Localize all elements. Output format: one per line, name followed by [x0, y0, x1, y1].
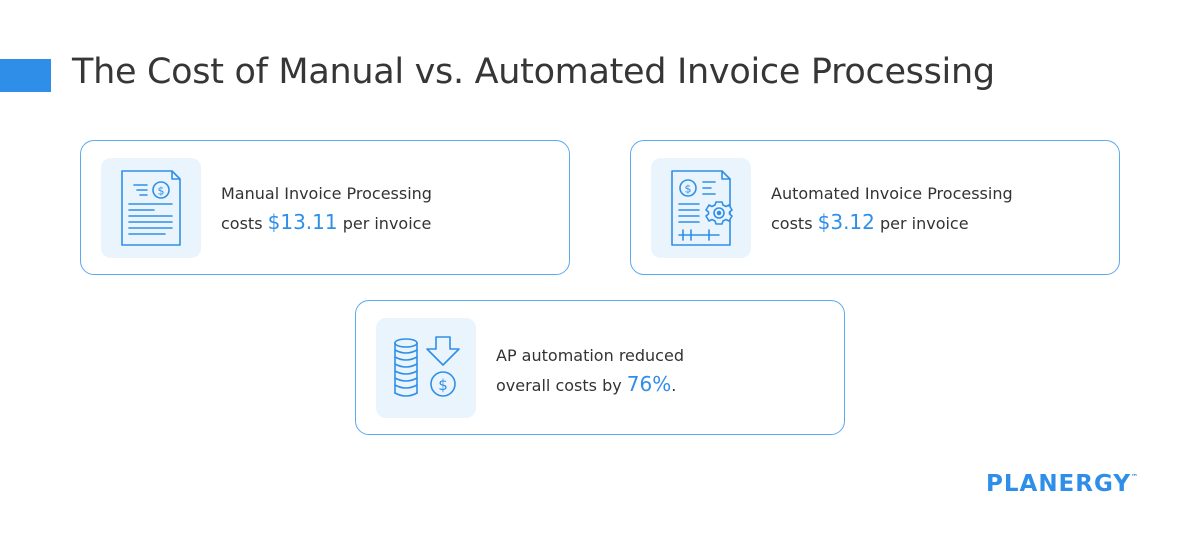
logo-trademark: ™ [1131, 473, 1139, 481]
svg-text:$: $ [685, 183, 692, 196]
manual-cost-text: Manual Invoice Processing costs $13.11 p… [221, 179, 432, 238]
cost-reduction-line1: AP automation reduced [496, 346, 684, 365]
manual-cost-value: $13.11 [267, 210, 338, 234]
manual-cost-line2: costs $13.11 per invoice [221, 208, 432, 238]
logo-text: PLANERGY [986, 471, 1132, 497]
cost-reduction-suffix: . [671, 376, 677, 395]
manual-cost-prefix: costs [221, 214, 268, 233]
automated-invoice-icon: $ [651, 158, 751, 258]
svg-text:$: $ [158, 185, 165, 198]
svg-text:$: $ [438, 376, 448, 394]
manual-cost-card: $ Manual Invoice Processing costs $13.11… [80, 140, 570, 275]
automated-cost-prefix: costs [771, 214, 818, 233]
manual-cost-suffix: per invoice [337, 214, 432, 233]
manual-cost-line1: Manual Invoice Processing [221, 184, 432, 203]
title-accent-bar [0, 59, 51, 92]
automated-cost-text: Automated Invoice Processing costs $3.12… [771, 179, 1013, 238]
automated-cost-suffix: per invoice [874, 214, 969, 233]
cost-reduction-card: $ AP automation reduced overall costs by… [355, 300, 845, 435]
automated-cost-card: $ Automated Invoice Processing costs $3.… [630, 140, 1120, 275]
cost-reduction-icon: $ [376, 318, 476, 418]
cost-reduction-text: AP automation reduced overall costs by 7… [496, 341, 684, 400]
automated-cost-line1: Automated Invoice Processing [771, 184, 1013, 203]
cost-reduction-prefix: overall costs by [496, 376, 627, 395]
manual-invoice-icon: $ [101, 158, 201, 258]
cost-reduction-value: 76% [626, 372, 672, 396]
automated-cost-value: $3.12 [817, 210, 875, 234]
planergy-logo: PLANERGY™ [986, 471, 1138, 497]
automated-cost-line2: costs $3.12 per invoice [771, 208, 1013, 238]
cost-reduction-line2: overall costs by 76%. [496, 370, 684, 400]
page-title: The Cost of Manual vs. Automated Invoice… [72, 52, 995, 92]
